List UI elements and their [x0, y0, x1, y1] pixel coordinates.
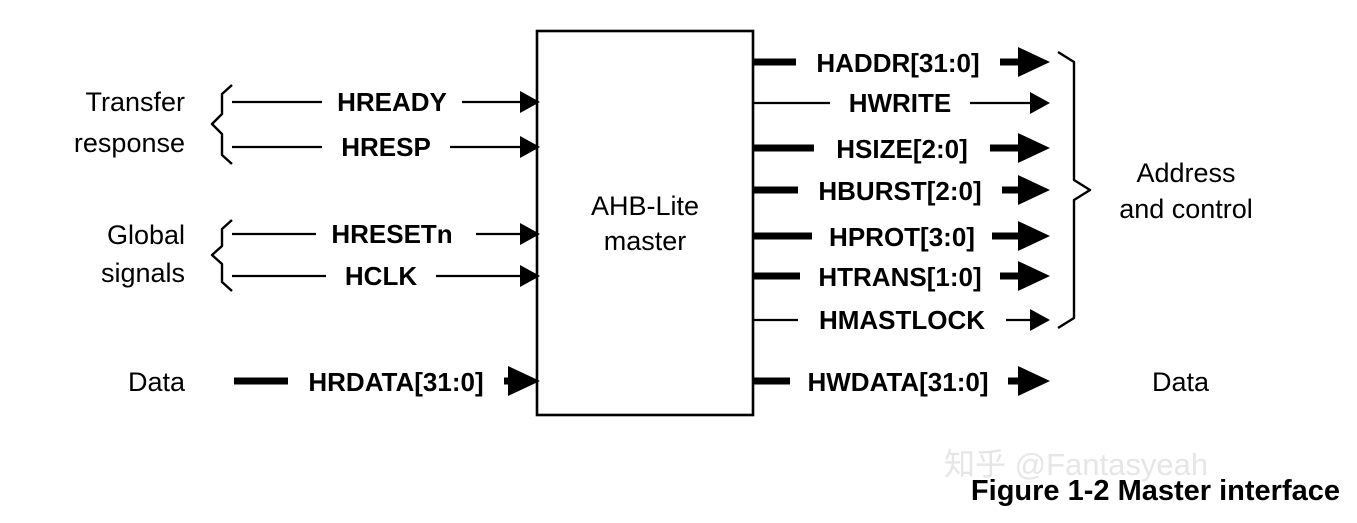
group-label-address-and-control-line1: Address: [1136, 158, 1235, 188]
hresp-label-backing: [322, 133, 450, 161]
signal-hsize: HSIZE[2:0]: [753, 131, 1050, 165]
group-label-global-signals-line1: Global: [107, 220, 185, 250]
brace-transfer-response: [210, 84, 233, 165]
group-transfer-response: Transfer response: [74, 84, 233, 165]
signal-label-htrans: HTRANS[1:0]: [818, 262, 981, 292]
arrowhead-haddr: [1018, 47, 1050, 77]
signal-hprot: HPROT[3:0]: [753, 219, 1050, 253]
block-title-line1: AHB-Lite: [591, 191, 699, 221]
group-data-in: Data: [128, 367, 186, 397]
hsize-label-backing: [814, 131, 990, 165]
group-label-address-and-control-line2: and control: [1119, 194, 1253, 224]
signal-hready: HREADY: [232, 87, 540, 117]
arrowhead-hrdata: [508, 366, 540, 396]
arrowhead-hmastlock: [1030, 309, 1050, 331]
signal-label-hwdata: HWDATA[31:0]: [807, 367, 988, 397]
signal-label-hclk: HCLK: [345, 261, 417, 291]
arrowhead-hclk: [520, 265, 540, 287]
hmastlock-label-backing: [798, 306, 1006, 334]
arrowhead-hwdata: [1018, 366, 1050, 396]
block-outline: [535, 29, 755, 417]
signal-label-haddr: HADDR[31:0]: [816, 48, 979, 78]
arrowhead-hready: [520, 91, 540, 113]
arrowhead-hwrite: [1030, 92, 1050, 114]
signal-hwdata: HWDATA[31:0]: [753, 364, 1050, 398]
signal-htrans: HTRANS[1:0]: [753, 259, 1050, 293]
brace-global-signals: [210, 219, 233, 292]
signal-label-hburst: HBURST[2:0]: [818, 176, 981, 206]
group-label-transfer-response-line2: response: [74, 128, 185, 158]
signal-hwrite: HWRITE: [753, 88, 1050, 118]
signal-label-hresp: HRESP: [341, 132, 431, 162]
signal-hclk: HCLK: [232, 261, 540, 291]
ahb-lite-master-block: AHB-Lite master: [535, 29, 755, 417]
arrowhead-htrans: [1018, 261, 1050, 291]
arrowhead-hresetn: [520, 223, 540, 245]
hresetn-label-backing: [316, 220, 476, 248]
signal-hresetn: HRESETn: [232, 219, 540, 249]
block-title-line2: master: [604, 226, 687, 256]
signal-label-hprot: HPROT[3:0]: [829, 222, 975, 252]
signal-haddr: HADDR[31:0]: [753, 45, 1050, 79]
hwrite-label-backing: [830, 89, 970, 117]
signal-hrdata: HRDATA[31:0]: [234, 364, 540, 398]
signal-label-hready: HREADY: [337, 87, 447, 117]
signal-label-hsize: HSIZE[2:0]: [836, 134, 967, 164]
arrowhead-hburst: [1018, 175, 1050, 205]
signal-label-hmastlock: HMASTLOCK: [819, 305, 985, 335]
htrans-label-backing: [800, 259, 1000, 293]
group-label-data-in: Data: [128, 367, 186, 397]
signal-hburst: HBURST[2:0]: [753, 173, 1050, 207]
hclk-label-backing: [326, 262, 436, 290]
hprot-label-backing: [812, 219, 992, 253]
group-address-and-control: Address and control: [1057, 50, 1253, 330]
group-label-global-signals-line2: signals: [101, 258, 185, 288]
signal-hmastlock: HMASTLOCK: [753, 305, 1050, 335]
arrowhead-hsize: [1018, 133, 1050, 163]
group-data-out: Data: [1152, 367, 1210, 397]
hready-label-backing: [322, 88, 462, 116]
figure-caption: Figure 1-2 Master interface: [971, 475, 1340, 507]
hrdata-label-backing: [288, 364, 504, 398]
watermark-text: 知乎 @Fantasyeah: [944, 447, 1208, 482]
signal-label-hrdata: HRDATA[31:0]: [308, 367, 483, 397]
group-label-transfer-response-line1: Transfer: [85, 87, 185, 117]
signal-label-hresetn: HRESETn: [331, 219, 452, 249]
group-label-data-out: Data: [1152, 367, 1210, 397]
haddr-label-backing: [796, 45, 1000, 79]
arrowhead-hresp: [520, 136, 540, 158]
signal-label-hwrite: HWRITE: [849, 88, 952, 118]
signal-hresp: HRESP: [232, 132, 540, 162]
brace-address-and-control: [1057, 50, 1092, 330]
hwdata-label-backing: [790, 364, 1008, 398]
group-global-signals: Global signals: [101, 219, 233, 292]
hburst-label-backing: [798, 173, 1002, 207]
arrowhead-hprot: [1018, 221, 1050, 251]
